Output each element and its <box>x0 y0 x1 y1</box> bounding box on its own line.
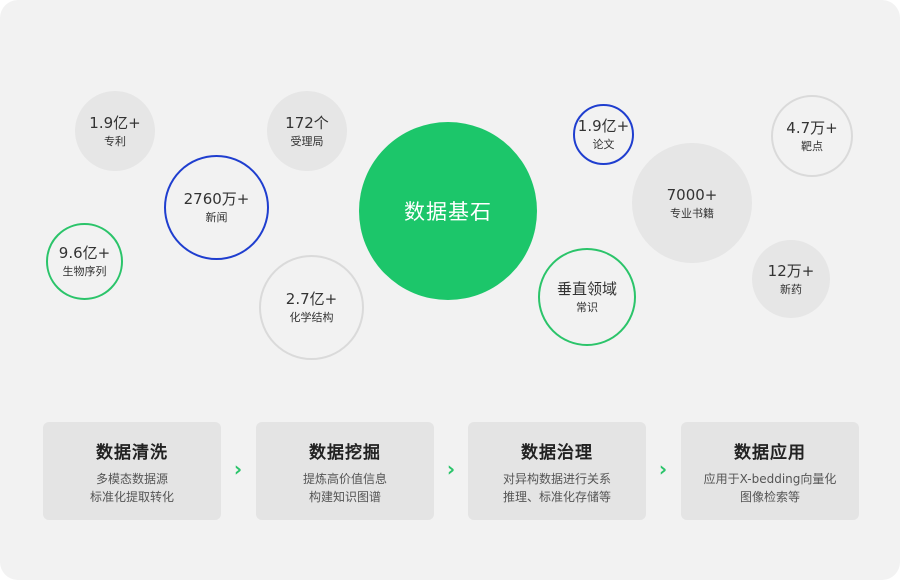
chevron-right-icon: › <box>658 457 668 481</box>
bubble-target: 4.7万+ 靶点 <box>771 95 853 177</box>
card-desc-line: 提炼高价值信息 <box>302 472 387 486</box>
bubble-accept-office: 172个 受理局 <box>267 91 347 171</box>
bubble-books: 7000+ 专业书籍 <box>632 143 752 263</box>
card-desc-line: 对异构数据进行关系 <box>502 472 611 486</box>
card-title: 数据治理 <box>521 443 593 463</box>
bubble-patent: 1.9亿+ 专利 <box>75 91 155 171</box>
bubble-label: 化学结构 <box>289 311 334 324</box>
card-data-application: 数据应用 应用于X-bedding向量化 图像检索等 <box>681 422 859 520</box>
bubble-news: 2760万+ 新闻 <box>164 155 269 260</box>
card-data-cleaning: 数据清洗 多模态数据源 标准化提取转化 <box>43 422 221 520</box>
bubble-label: 专利 <box>104 134 126 148</box>
core-label: 数据基石 <box>404 200 492 224</box>
bubble-core: 数据基石 <box>359 122 537 300</box>
bubble-label: 靶点 <box>801 139 823 153</box>
card-desc-line: 图像检索等 <box>739 490 800 504</box>
card-title: 数据挖掘 <box>309 443 381 463</box>
bubble-label: 常识 <box>576 300 598 314</box>
bubble-label: 论文 <box>592 138 615 151</box>
bubble-paper: 1.9亿+ 论文 <box>573 104 634 165</box>
bubble-label: 新闻 <box>205 211 228 224</box>
card-desc-line: 推理、标准化存储等 <box>502 490 611 504</box>
bubble-value: 垂直领域 <box>556 279 617 298</box>
bubble-label: 新药 <box>780 282 802 296</box>
chevron-right-icon: › <box>446 457 456 481</box>
bubble-value: 4.7万+ <box>786 118 838 137</box>
bubble-label: 受理局 <box>290 134 324 148</box>
bubble-label: 生物序列 <box>62 265 107 278</box>
bubble-vertical-domain: 垂直领域 常识 <box>538 248 636 346</box>
card-data-mining: 数据挖掘 提炼高价值信息 构建知识图谱 <box>256 422 434 520</box>
bubble-value: 1.9亿+ <box>89 113 141 132</box>
card-description: 应用于X-bedding向量化 图像检索等 <box>704 470 837 506</box>
card-desc-line: 构建知识图谱 <box>308 490 381 504</box>
card-description: 多模态数据源 标准化提取转化 <box>90 470 174 506</box>
bubble-chemical-structure: 2.7亿+ 化学结构 <box>259 255 364 360</box>
bubble-bio-sequence: 9.6亿+ 生物序列 <box>46 223 123 300</box>
bubble-value: 172个 <box>285 113 329 132</box>
bubble-value: 12万+ <box>767 261 815 280</box>
card-data-governance: 数据治理 对异构数据进行关系 推理、标准化存储等 <box>468 422 646 520</box>
bubble-value: 9.6亿+ <box>58 244 111 262</box>
card-desc-line: 应用于X-bedding向量化 <box>703 472 837 486</box>
bubble-value: 1.9亿+ <box>577 117 630 135</box>
bubble-value: 2760万+ <box>183 190 250 208</box>
bubble-label: 专业书籍 <box>670 206 714 220</box>
card-title: 数据应用 <box>734 443 806 463</box>
card-title: 数据清洗 <box>96 443 168 463</box>
card-description: 对异构数据进行关系 推理、标准化存储等 <box>503 470 611 506</box>
chevron-right-icon: › <box>233 457 243 481</box>
bubble-value: 7000+ <box>666 185 718 204</box>
bubble-value: 2.7亿+ <box>285 290 338 308</box>
card-description: 提炼高价值信息 构建知识图谱 <box>303 470 387 506</box>
card-desc-line: 多模态数据源 <box>95 472 168 486</box>
bubble-new-drug: 12万+ 新药 <box>752 240 830 318</box>
card-desc-line: 标准化提取转化 <box>89 490 174 504</box>
